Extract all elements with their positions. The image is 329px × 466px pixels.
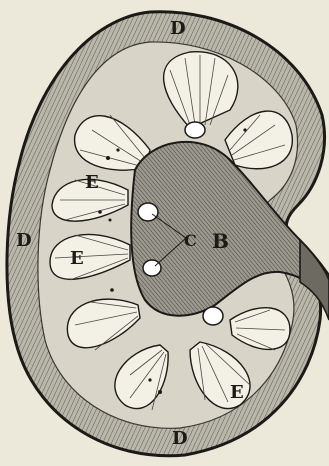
label-e-middle: E: [70, 248, 84, 269]
label-e-upper: E: [85, 172, 99, 193]
label-c: C: [184, 231, 197, 250]
label-d-left: D: [16, 230, 32, 251]
label-e-lower: E: [230, 382, 244, 403]
calyx-right: [203, 307, 223, 325]
label-d-top: D: [170, 18, 186, 39]
label-d-bottom: D: [172, 428, 188, 449]
label-b: B: [212, 229, 229, 253]
calyx-top: [185, 122, 205, 138]
calyx-left: [138, 203, 158, 221]
